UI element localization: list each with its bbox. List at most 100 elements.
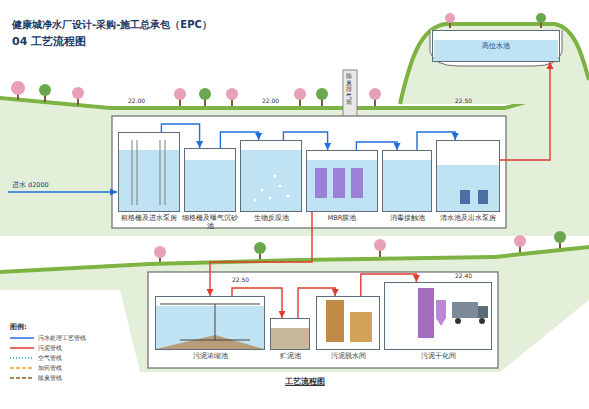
bottom-structure <box>479 318 485 324</box>
tank-box: 贮泥池 <box>270 318 310 350</box>
tree <box>11 81 25 95</box>
tank-label: 污泥干化间 <box>421 353 456 361</box>
pipe-connector <box>356 142 397 150</box>
top-structure <box>165 140 166 205</box>
elevation: 22.50 <box>232 276 249 283</box>
top-structure <box>185 160 235 211</box>
bottom-structure <box>478 306 488 318</box>
top-structure <box>119 150 179 211</box>
bottom-structure <box>326 300 344 342</box>
top-ground <box>400 24 589 104</box>
top-structure <box>307 160 377 211</box>
inlet-pipe <box>8 191 117 193</box>
legend-sample <box>10 337 34 339</box>
legend-text: 除臭管线 <box>38 374 62 382</box>
tree <box>316 88 328 100</box>
tree <box>554 231 566 243</box>
tank-box: 污泥干化间 <box>384 282 492 350</box>
top-structure <box>287 195 290 198</box>
tree <box>72 87 84 99</box>
top-structure <box>254 199 257 202</box>
tank-box: MBR膜池 <box>306 150 378 212</box>
tank-box: 粗格栅及进水泵房 <box>118 132 180 212</box>
tank-box: 消毒接触池 <box>382 150 432 212</box>
pipe-connector <box>283 132 327 150</box>
bottom-ground <box>0 245 589 372</box>
top-structure <box>279 185 282 188</box>
bottom-structure <box>180 340 250 341</box>
top-ground <box>434 40 558 61</box>
tree <box>154 246 166 258</box>
tree <box>445 13 455 23</box>
tree <box>254 242 266 254</box>
subtitle: 04 工艺流程图 <box>12 34 86 49</box>
top-structure <box>333 168 345 198</box>
bottom-structure <box>271 328 309 349</box>
tank-box: 生物反应池 <box>240 140 302 212</box>
top-ground <box>430 30 562 66</box>
tree <box>514 235 526 247</box>
top-structure <box>274 175 277 178</box>
page-title: 健康城净水厂设计-采购-施工总承包（EPC） <box>12 18 212 32</box>
legend-heading: 图例: <box>10 322 27 332</box>
tree <box>39 84 51 96</box>
elevation: 22.00 <box>262 97 279 104</box>
tree <box>226 88 238 100</box>
legend-sample <box>10 357 34 359</box>
legend-text: 加药管线 <box>38 364 62 372</box>
bottom-structure <box>215 304 216 340</box>
inlet-label: 进水 d2000 <box>12 181 49 190</box>
bottom-structure <box>436 300 446 326</box>
tank-label: 污泥脱水间 <box>331 353 366 361</box>
elevation: 22.00 <box>128 97 145 104</box>
bottom-structure <box>148 272 498 368</box>
legend-sample <box>10 377 34 379</box>
bottom-structure <box>156 335 264 349</box>
tank-label: 贮泥池 <box>280 353 301 361</box>
bottom-structure <box>452 302 478 318</box>
pipe-connector <box>361 274 417 296</box>
bottom-structure <box>350 312 372 342</box>
tree <box>374 239 386 251</box>
tank-box: 污泥浓缩池 <box>155 296 265 350</box>
tank-label: 高位水池 <box>482 42 510 50</box>
tree <box>174 88 186 100</box>
top-structure <box>112 116 506 228</box>
bottom-structure <box>148 272 498 368</box>
top-structure <box>261 189 264 192</box>
bottom-structure <box>455 318 461 324</box>
bottom-ground <box>0 245 589 274</box>
bottom-structure <box>160 303 260 304</box>
stack-label: 除臭排气筒 <box>346 73 352 106</box>
tank-label: 生物反应池 <box>254 215 289 223</box>
tank-label: 消毒接触池 <box>390 215 425 223</box>
exhaust-stack <box>343 70 357 118</box>
bottom-structure <box>418 288 434 338</box>
legend-text: 空气管线 <box>38 354 62 362</box>
tank-box: 细格栅及曝气沉砂池 <box>184 148 236 212</box>
inlet-pipe <box>8 192 117 193</box>
top-structure <box>315 168 327 198</box>
tree <box>369 88 381 100</box>
elevation: 22.40 <box>455 272 472 279</box>
top-structure <box>269 197 272 200</box>
tree <box>294 88 306 100</box>
tank-label: 清水池及出水泵房 <box>440 215 496 223</box>
reservoir-box: 高位水池 <box>432 30 560 62</box>
tank-label: 粗格栅及进水泵房 <box>121 215 177 223</box>
exhaust-stack <box>343 70 357 118</box>
tree <box>536 13 546 23</box>
top-structure <box>383 160 431 211</box>
top-structure <box>460 190 470 204</box>
caption: 工艺流程图 <box>285 376 325 387</box>
top-ground <box>400 24 589 104</box>
top-structure <box>241 150 301 211</box>
tank-label: 污泥浓缩池 <box>193 353 228 361</box>
tank-label: MBR膜池 <box>328 215 357 223</box>
top-structure <box>437 165 499 211</box>
top-structure <box>137 140 138 205</box>
tree <box>199 88 211 100</box>
top-structure <box>132 140 133 205</box>
top-ground <box>0 24 589 236</box>
legend-text: 污泥管线 <box>38 344 62 352</box>
